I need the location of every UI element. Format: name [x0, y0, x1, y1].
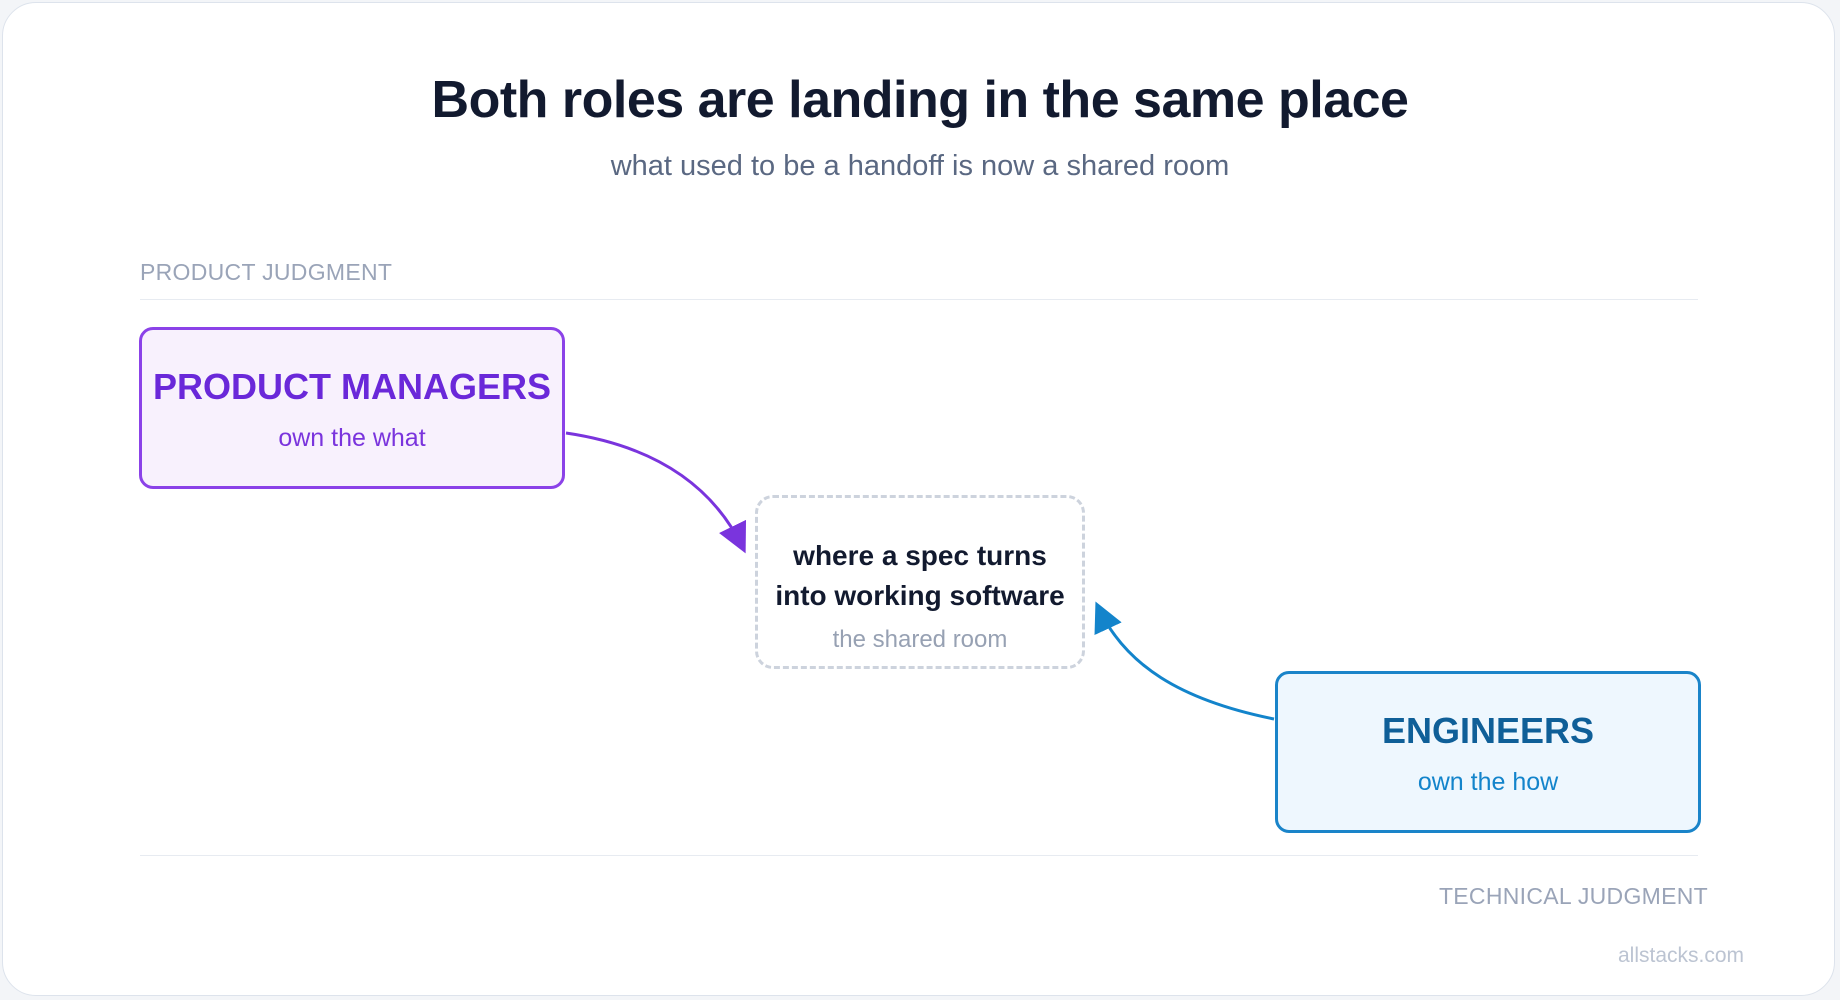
diagram-title: Both roles are landing in the same place — [431, 71, 1409, 129]
shared-room-subtitle: the shared room — [832, 626, 1008, 653]
axis-label-technical-judgment: TECHNICAL JUDGMENT — [1438, 883, 1708, 909]
divider-bottom — [140, 855, 1698, 856]
arrow-eng-to-room — [1094, 601, 1275, 721]
engineers-box: ENGINEERS own the how — [1275, 671, 1701, 833]
product-managers-subtitle: own the what — [278, 424, 426, 452]
axis-label-product-judgment: PRODUCT JUDGMENT — [140, 259, 393, 285]
product-managers-title: PRODUCT MANAGERS — [152, 366, 551, 407]
footer-brand: allstacks.com — [1617, 944, 1744, 967]
shared-room-box: where a spec turns into working software… — [755, 495, 1085, 669]
diagram-subtitle: what used to be a handoff is now a share… — [610, 150, 1230, 182]
divider-top — [140, 299, 1698, 300]
shared-room-line-2: into working software — [775, 580, 1065, 611]
product-managers-box: PRODUCT MANAGERS own the what — [139, 327, 565, 489]
engineers-subtitle: own the how — [1417, 768, 1559, 796]
engineers-title: ENGINEERS — [1381, 710, 1595, 751]
shared-room-line-1: where a spec turns — [793, 540, 1047, 571]
arrow-pm-to-room — [565, 431, 747, 554]
